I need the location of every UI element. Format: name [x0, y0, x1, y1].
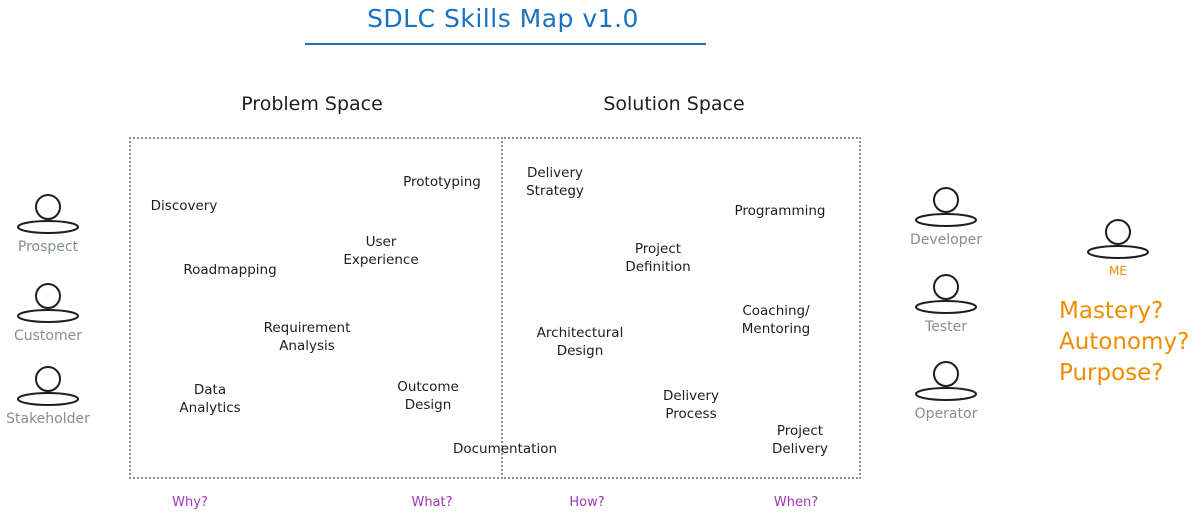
persona-me: ME: [1063, 218, 1173, 278]
question-what: What?: [411, 495, 453, 510]
solution-space-title: Solution Space: [603, 93, 745, 115]
motivation-mastery: Mastery?: [1059, 298, 1164, 324]
skill-architectural-design: Architectural Design: [536, 325, 624, 359]
page-title: SDLC Skills Map v1.0: [367, 4, 639, 33]
skill-coaching-mentoring: Coaching/ Mentoring: [741, 303, 811, 337]
skill-discovery: Discovery: [150, 198, 218, 214]
persona-label: Developer: [909, 232, 982, 248]
skill-roadmapping: Roadmapping: [183, 262, 277, 278]
solution-space-box: [501, 137, 861, 479]
person-icon: [1087, 219, 1149, 259]
skill-delivery-process: Delivery Process: [662, 388, 720, 422]
skill-user-experience: User Experience: [343, 234, 419, 268]
title-underline: [305, 43, 706, 45]
question-how: How?: [569, 495, 605, 510]
motivation-purpose: Purpose?: [1059, 360, 1164, 386]
skill-prototyping: Prototyping: [403, 174, 481, 190]
motivations: Mastery? Autonomy? Purpose?: [1059, 296, 1189, 389]
skill-project-definition: Project Definition: [625, 241, 691, 275]
person-icon: [915, 187, 977, 227]
skill-documentation: Documentation: [452, 441, 558, 457]
question-when: When?: [773, 495, 819, 510]
skill-data-analytics: Data Analytics: [179, 382, 241, 416]
me-label: ME: [1109, 264, 1127, 278]
person-icon: [915, 361, 977, 401]
skill-outcome-design: Outcome Design: [397, 379, 459, 413]
persona-label: Stakeholder: [6, 411, 90, 427]
skill-delivery-strategy: Delivery Strategy: [526, 165, 584, 199]
persona-tester: Tester: [891, 273, 1001, 335]
person-icon: [915, 274, 977, 314]
question-why: Why?: [172, 495, 208, 510]
person-icon: [17, 366, 79, 406]
person-icon: [17, 194, 79, 234]
persona-operator: Operator: [891, 360, 1001, 422]
persona-stakeholder: Stakeholder: [0, 365, 103, 427]
problem-space-title: Problem Space: [241, 93, 383, 115]
persona-label: Tester: [925, 319, 967, 335]
persona-customer: Customer: [0, 282, 103, 344]
skill-project-delivery: Project Delivery: [771, 423, 829, 457]
persona-prospect: Prospect: [0, 193, 103, 255]
persona-label: Customer: [13, 328, 82, 344]
persona-label: Operator: [914, 406, 978, 422]
motivation-autonomy: Autonomy?: [1059, 329, 1190, 355]
person-icon: [17, 283, 79, 323]
skill-programming: Programming: [734, 203, 826, 219]
skill-requirement-analysis: Requirement Analysis: [263, 320, 351, 354]
persona-label: Prospect: [17, 239, 79, 255]
persona-developer: Developer: [891, 186, 1001, 248]
